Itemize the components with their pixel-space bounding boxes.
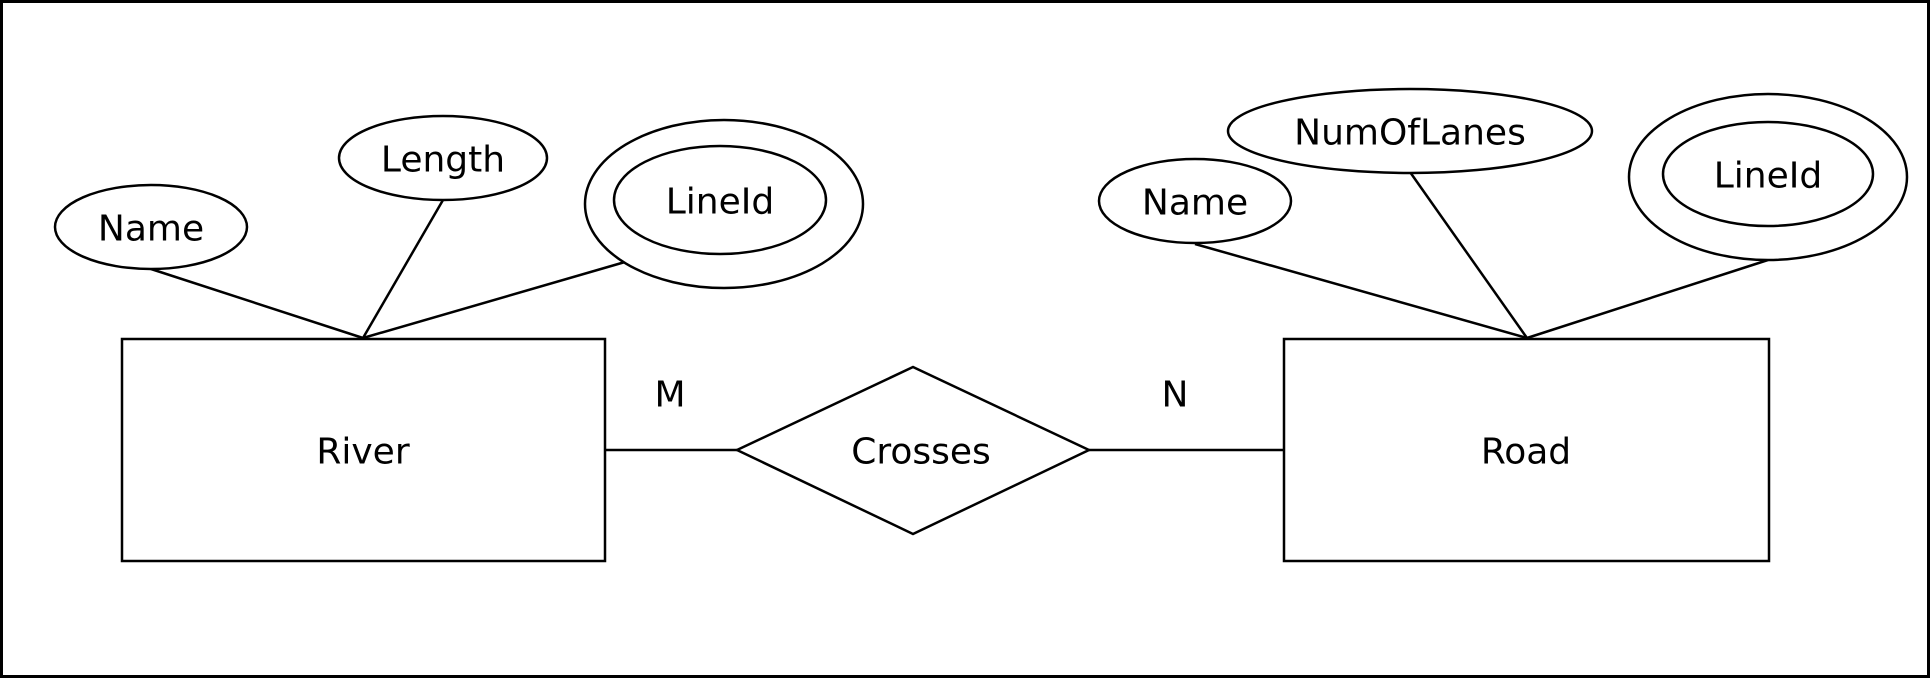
entity-label: River	[316, 432, 409, 473]
attribute-ellipse	[337, 114, 549, 202]
cardinality-left: M	[654, 375, 685, 416]
entity-box	[120, 337, 607, 563]
key-attribute-inner-ellipse	[1661, 120, 1875, 228]
relationship-crosses: Crosses	[734, 365, 1092, 536]
attribute-ellipse	[1097, 157, 1293, 245]
relationship-diamond	[734, 365, 1092, 536]
river-lineid-edge	[362, 260, 626, 340]
river-name-edge	[150, 267, 364, 340]
road-numoflanes-edge	[1408, 171, 1529, 339]
attribute-label: LineId	[666, 182, 775, 223]
entity-label: Road	[1481, 432, 1571, 473]
road-attr-numoflanes: NumOfLanes	[1226, 87, 1594, 175]
river-attr-name: Name	[53, 183, 249, 271]
river-attr-lineid: LineId	[583, 118, 865, 290]
river-length-edge	[361, 199, 445, 339]
attribute-label: LineId	[1714, 156, 1823, 197]
entity-road: Road	[1282, 337, 1771, 563]
key-attribute-inner-ellipse	[612, 144, 828, 256]
relationship-label: Crosses	[851, 432, 991, 473]
cardinality-right: N	[1162, 375, 1189, 416]
road-attr-lineid: LineId	[1627, 92, 1909, 262]
road-name-edge	[1194, 242, 1528, 340]
attribute-ellipse	[1226, 87, 1594, 175]
attribute-label: NumOfLanes	[1294, 113, 1526, 154]
entity-box	[1282, 337, 1771, 563]
road-lineid-edge	[1526, 258, 1769, 340]
entity-river: River	[120, 337, 607, 563]
road-attr-name: Name	[1097, 157, 1293, 245]
attribute-label: Name	[98, 209, 204, 250]
attribute-ellipse	[53, 183, 249, 271]
attribute-label: Name	[1142, 183, 1248, 224]
attribute-label: Length	[381, 140, 505, 181]
river-attr-length: Length	[337, 114, 549, 202]
